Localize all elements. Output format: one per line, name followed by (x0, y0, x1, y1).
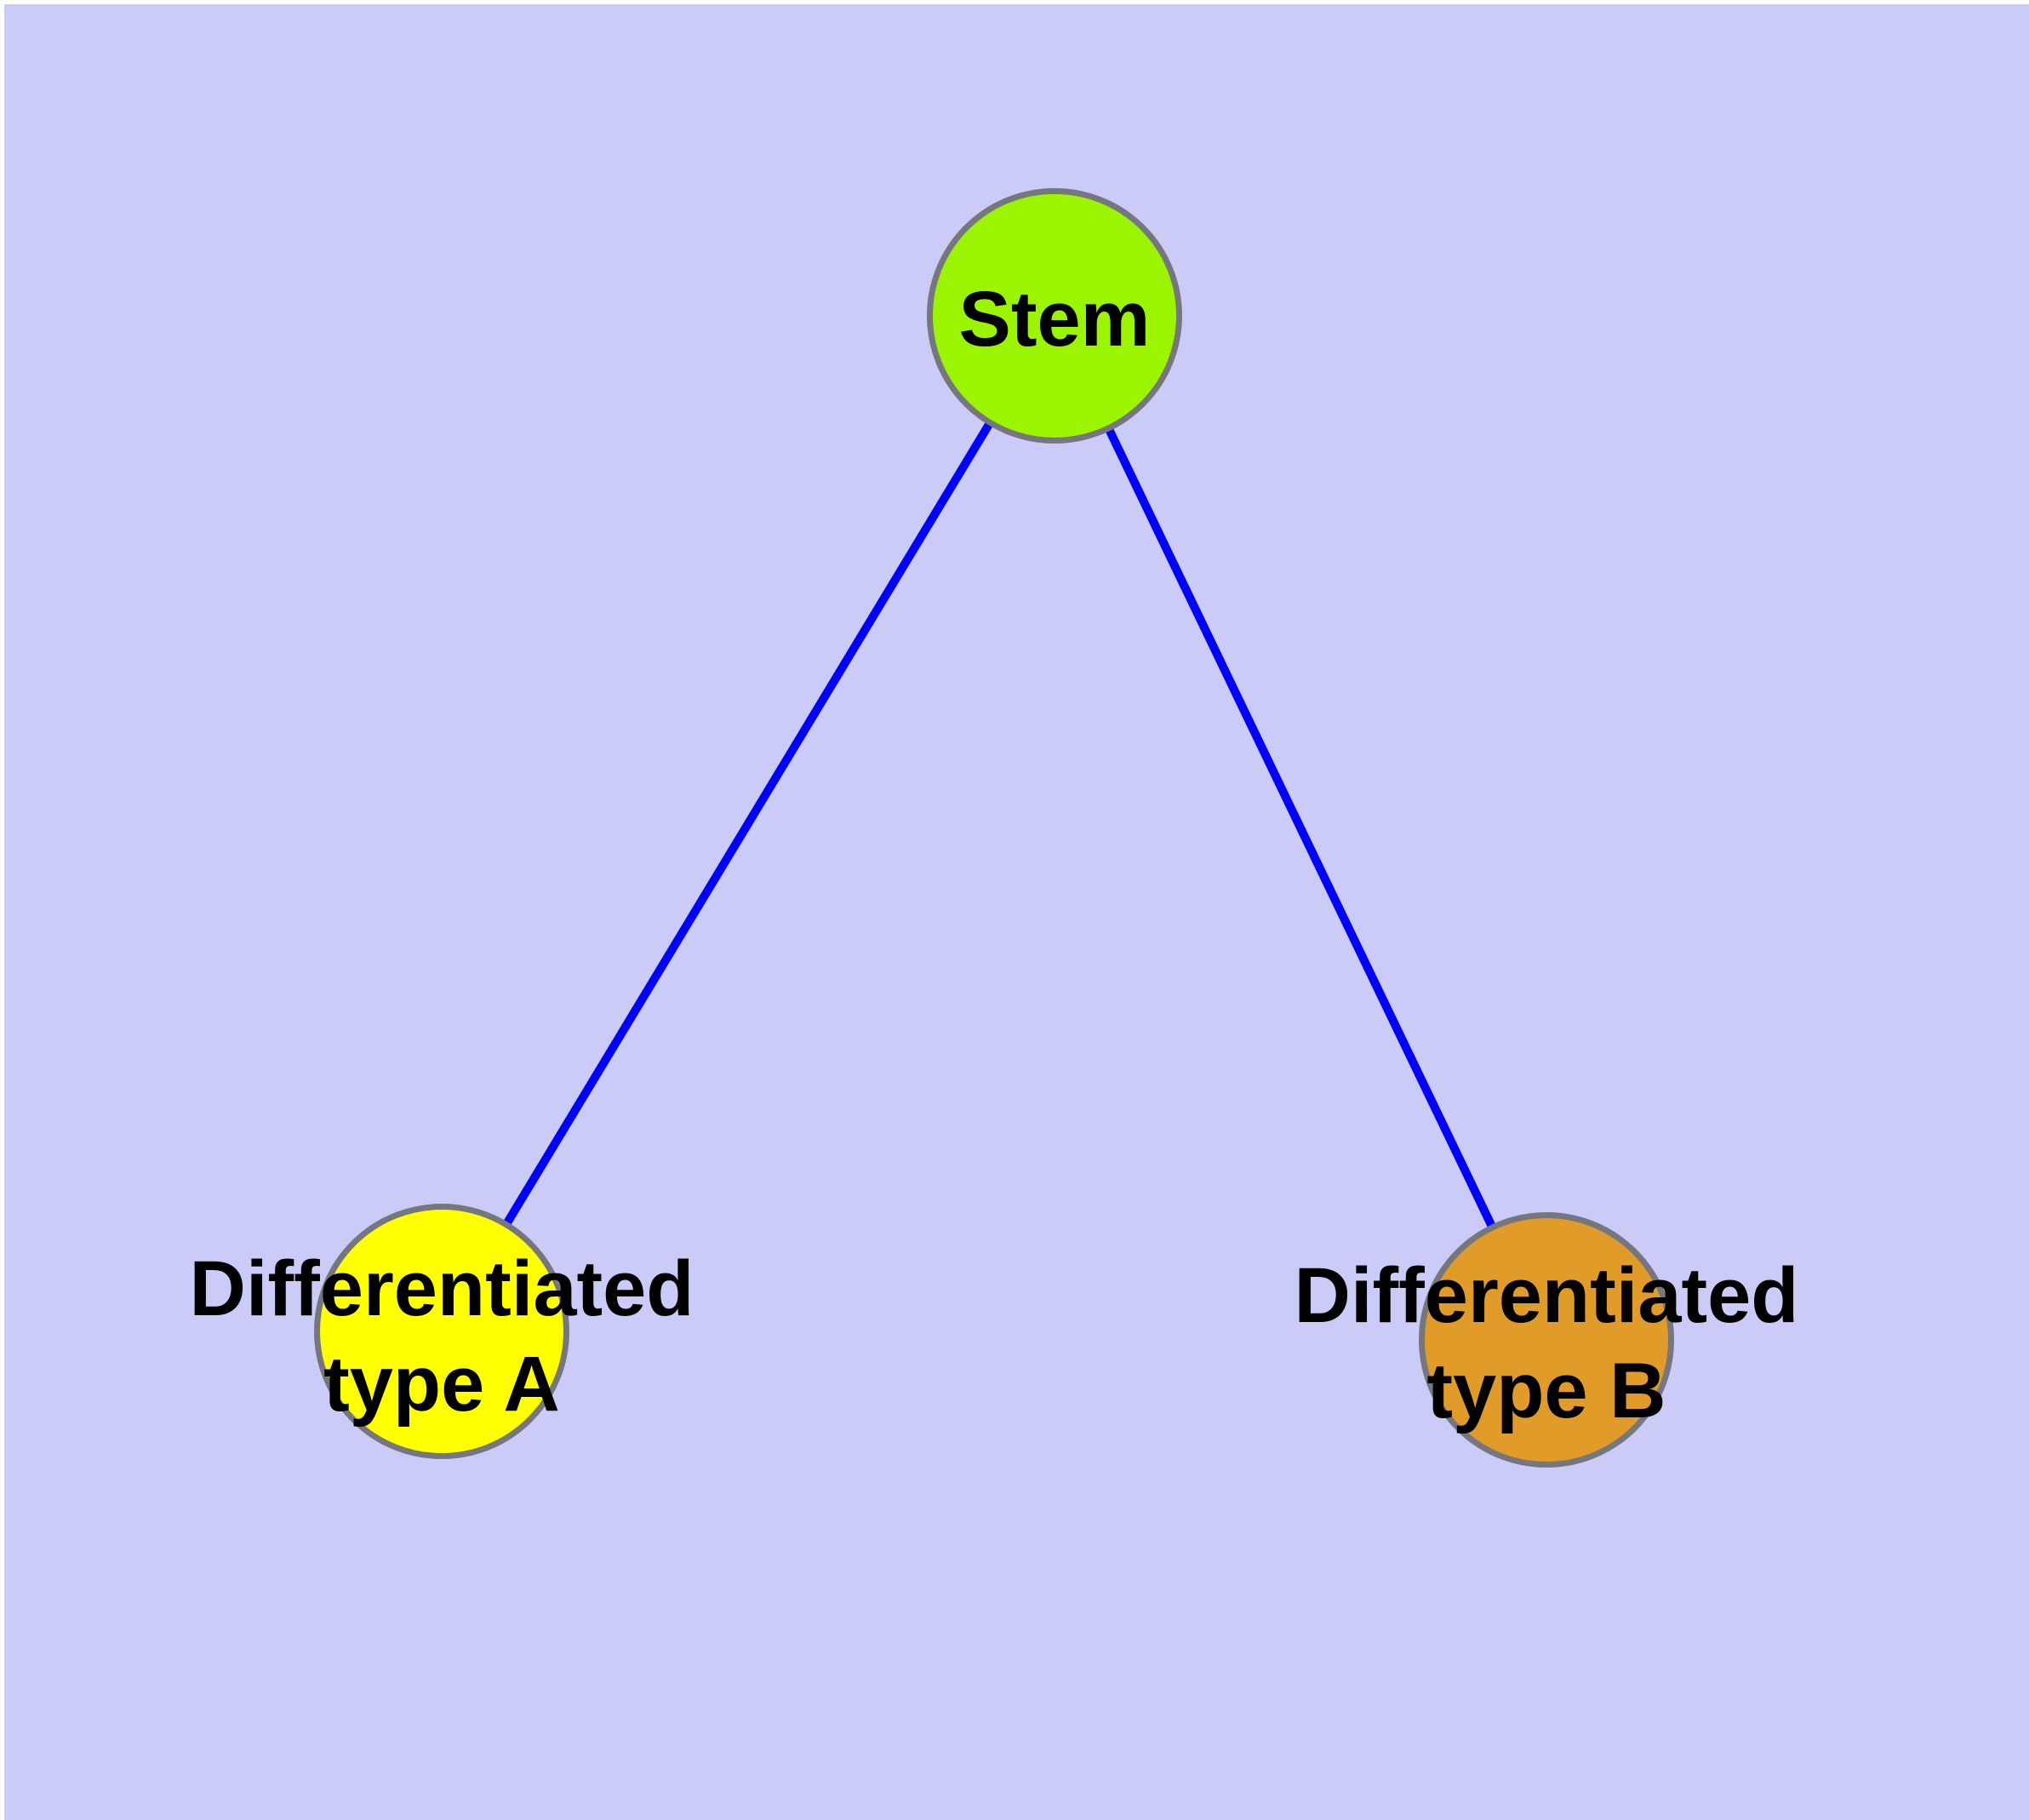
edge-stem-to-type-a (437, 313, 1059, 1334)
node-differentiated-type-b[interactable] (1419, 1212, 1674, 1468)
node-differentiated-type-a[interactable] (314, 1204, 569, 1459)
graph-canvas: Stem Differentiated type A Differentiate… (4, 4, 2029, 1820)
edge-layer (437, 313, 1551, 1342)
edge-stem-to-type-b (1050, 313, 1551, 1342)
node-stem[interactable] (927, 188, 1182, 444)
